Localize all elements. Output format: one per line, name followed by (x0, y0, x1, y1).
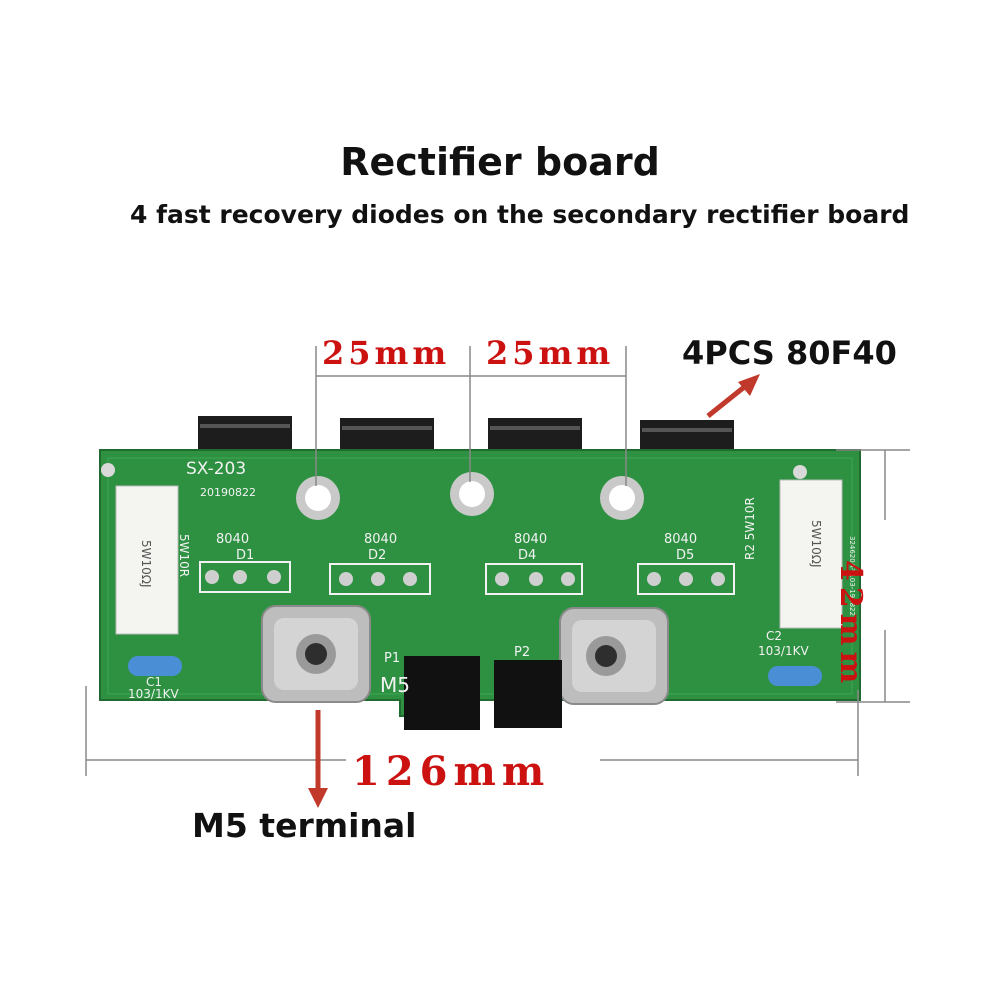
arrow-down-icon (308, 710, 328, 808)
diode-pads (205, 570, 725, 586)
cap-right-value: 103/1KV (758, 644, 809, 658)
pitch-dimension-right: 25mm (486, 334, 615, 372)
width-dimension: 126mm (352, 748, 551, 795)
resistor-left-marking: 5W10ΩJ (139, 540, 153, 587)
page-title: Rectifier board (340, 140, 660, 184)
resistor-left (115, 485, 179, 635)
resistor-right-ref: R2 5W10R (743, 497, 757, 560)
diode-part-1: 8040 (216, 532, 249, 547)
terminal-block-p1 (404, 656, 480, 730)
diode-ref-2: D2 (368, 548, 386, 563)
cap-left-ref: C1 (146, 675, 162, 689)
m5-mark: M5 (380, 673, 410, 697)
diode-ref-1: D1 (236, 548, 254, 563)
terminal-block-p2 (494, 660, 562, 728)
resistor-left-ref: 5W10R (177, 534, 191, 577)
diode-part-5: 8040 (664, 532, 697, 547)
board-date: 20190822 (200, 486, 256, 499)
m5-terminal-right (559, 607, 669, 705)
diode-part-4: 8040 (514, 532, 547, 547)
terminal-callout: M5 terminal (192, 806, 417, 845)
diodes-callout: 4PCS 80F40 (682, 334, 897, 372)
diode-part-2: 8040 (364, 532, 397, 547)
diode-ref-4: D4 (518, 548, 536, 563)
cap-right-ref: C2 (766, 629, 782, 643)
mounting-holes (101, 463, 807, 520)
resistor-right-marking: 5W10ΩJ (809, 520, 823, 567)
side-code: 324620A-Y103-190822 (848, 536, 856, 616)
cap-left-value: 103/1KV (128, 687, 179, 701)
pitch-dimension-left: 25mm (322, 334, 451, 372)
board-model: SX-203 (186, 459, 246, 479)
capacitor-left (128, 656, 182, 676)
capacitor-right (768, 666, 822, 686)
dimension-lines (85, 346, 910, 776)
m5-terminal-left (261, 605, 371, 703)
terminal-label-p1: P1 (384, 651, 400, 666)
resistor-right (779, 479, 843, 629)
arrow-icon (706, 374, 760, 418)
page-subtitle: 4 fast recovery diodes on the secondary … (130, 200, 910, 229)
diode-footprints (199, 561, 735, 595)
height-dimension: 42mm (833, 560, 868, 690)
terminal-label-p2: P2 (514, 645, 530, 660)
diode-ref-5: D5 (676, 548, 694, 563)
